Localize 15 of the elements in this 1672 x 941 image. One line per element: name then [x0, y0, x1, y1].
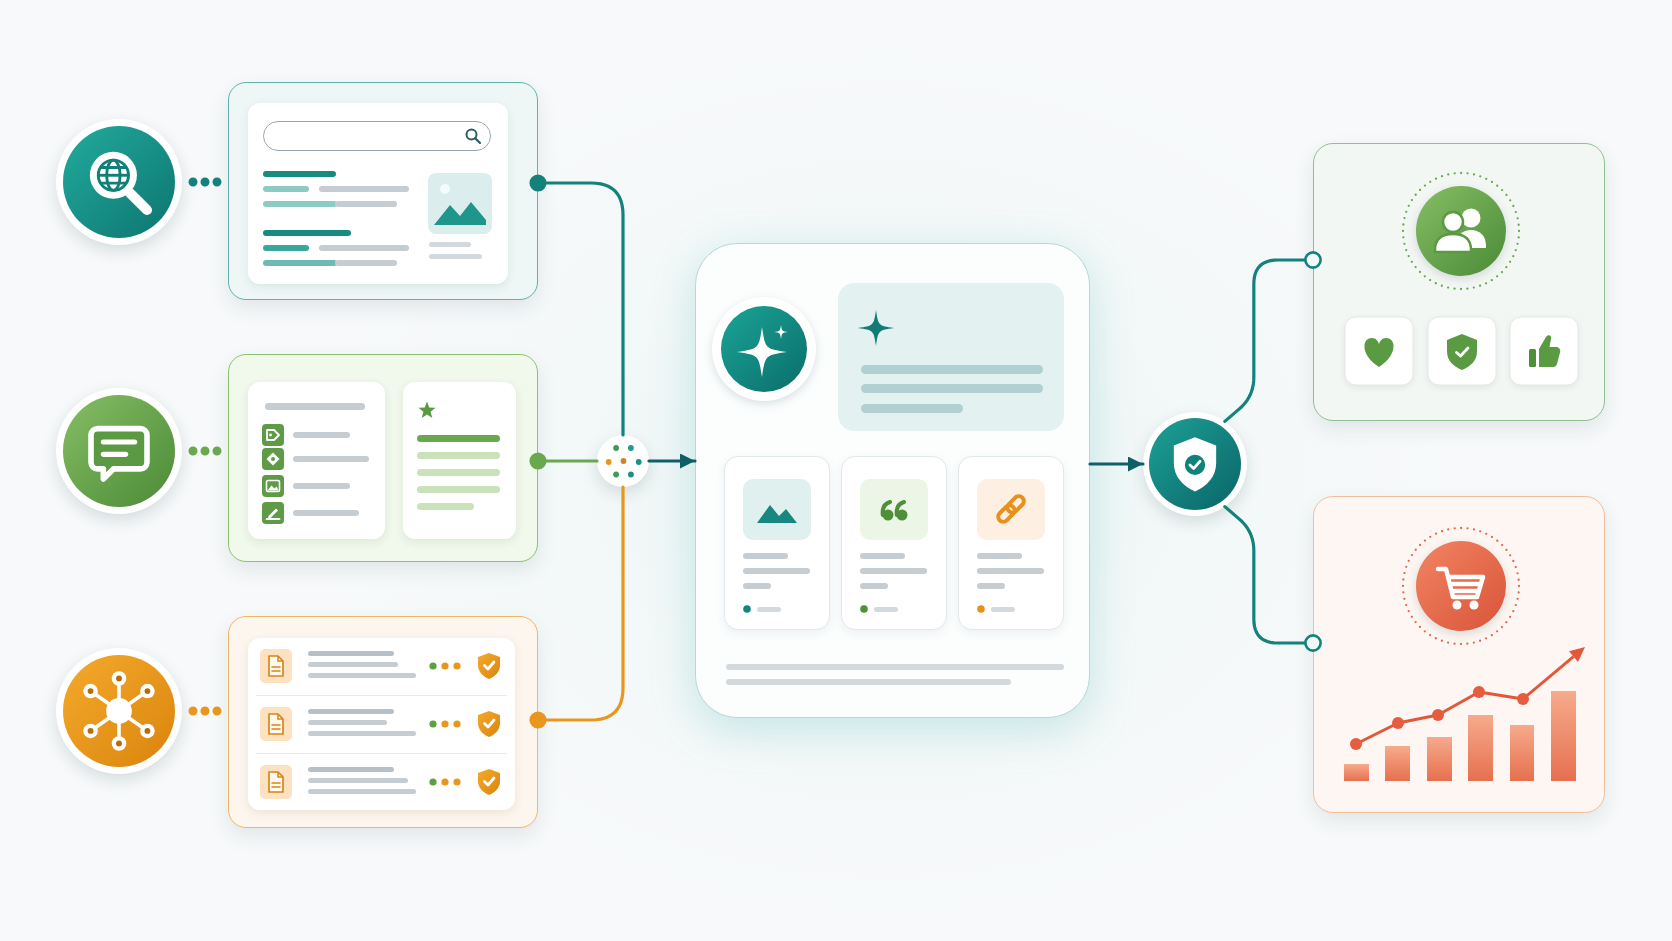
documents-card — [228, 616, 538, 828]
connector-line — [1223, 251, 1322, 423]
community-card — [1313, 143, 1605, 421]
connector-line — [1223, 505, 1322, 652]
arrow — [1088, 456, 1145, 472]
reviews-card — [228, 354, 538, 562]
connector-line — [529, 174, 625, 437]
content-card — [695, 243, 1090, 718]
connector-line — [529, 452, 599, 470]
arrow — [647, 453, 697, 469]
connector-line — [529, 485, 625, 729]
commerce-card — [1313, 496, 1605, 813]
merge-circle — [597, 435, 649, 487]
search-results-card — [228, 82, 538, 300]
icon-circle — [1143, 412, 1247, 516]
